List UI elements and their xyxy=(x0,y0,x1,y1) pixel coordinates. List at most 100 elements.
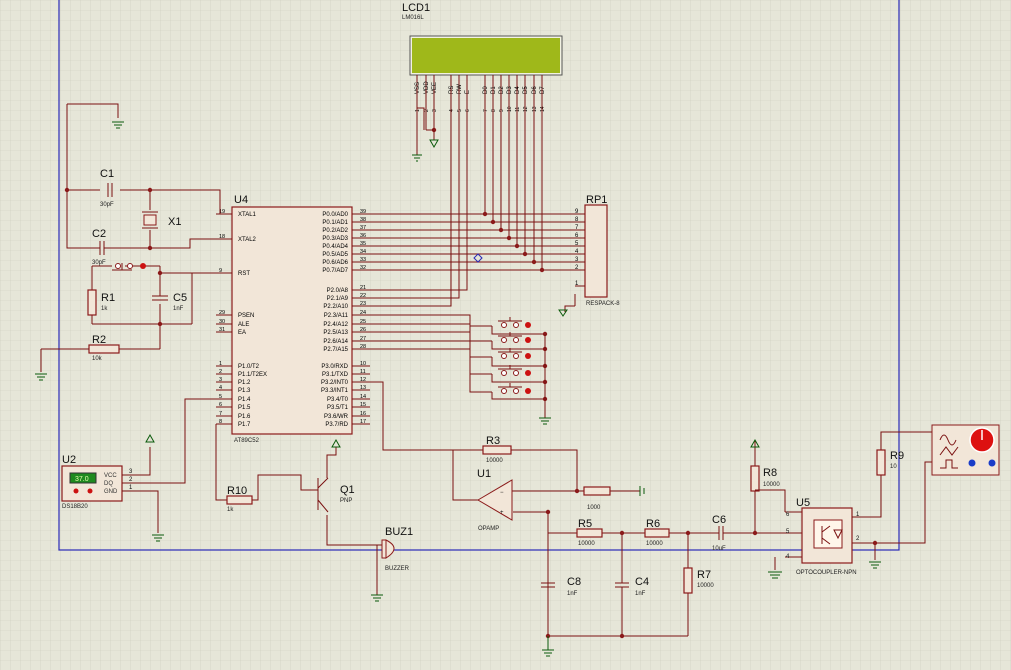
data-bus-junctions xyxy=(482,211,545,273)
u4-right-pin-name: P0.0/AD0 xyxy=(322,212,348,218)
lcd-pin-name: D2 xyxy=(499,86,505,94)
lcd-model: LM016L xyxy=(402,15,424,21)
buzzer-buz1[interactable]: BUZ1 BUZZER xyxy=(381,526,413,572)
temp-sensor-u2[interactable]: U2 37.0 DS18B20 VCC DQ GND 3 2 1 xyxy=(61,454,133,510)
button-contact xyxy=(513,388,519,394)
button-contact xyxy=(501,388,507,394)
u4-model: AT89C52 xyxy=(234,438,260,444)
capacitor-c4[interactable]: C4 1nF xyxy=(615,576,649,597)
rp1-pin-number: 5 xyxy=(575,241,579,247)
capacitor-c5[interactable]: C5 1nF xyxy=(152,292,187,312)
u4-right-pin-name: P2.3/A11 xyxy=(324,313,349,319)
button-contact xyxy=(513,337,519,343)
lcd-pin-name: RW xyxy=(457,84,463,94)
u2-pin-dq: DQ xyxy=(104,481,113,487)
u4-right-pin-number: 22 xyxy=(360,293,366,299)
button-contact xyxy=(501,337,507,343)
rp1-pin-number: 8 xyxy=(575,217,579,223)
rp1-pin-number: 1 xyxy=(575,281,579,287)
button-state-dot xyxy=(525,353,531,359)
reset-button[interactable] xyxy=(112,263,146,271)
lcd-lm016l[interactable]: LCD1 LM016L VSS1VDD2VEE3RS4RW5E6D07D18D2… xyxy=(402,2,563,112)
u4-right-pin-name: P3.4/T0 xyxy=(327,397,349,403)
u4-right-pin-number: 39 xyxy=(360,209,366,215)
lcd-pin-name: D0 xyxy=(483,86,489,94)
u2-pin-gnd: GND xyxy=(104,489,118,495)
u4-left-pin-number: 1 xyxy=(219,361,222,367)
crystal-x1[interactable]: X1 xyxy=(142,190,181,248)
q1-ref: Q1 xyxy=(340,484,355,496)
button-wire xyxy=(352,314,545,335)
u4-left-pin-number: 4 xyxy=(219,385,222,391)
r9-value: 10 xyxy=(890,464,897,470)
lcd-pin-number: 7 xyxy=(483,109,489,112)
lcd-ref: LCD1 xyxy=(402,2,430,14)
u4-right-pin-number: 17 xyxy=(360,419,366,425)
u5-pin-1: 1 xyxy=(856,512,860,518)
opamp-u1[interactable]: U1 − + OPAMP xyxy=(477,468,513,532)
resistor-r10[interactable]: R10 1k xyxy=(226,485,253,513)
c8-ref: C8 xyxy=(567,576,581,588)
r7-ref: R7 xyxy=(697,569,711,581)
u4-left-pin-name: PSEN xyxy=(238,313,254,319)
lcd-pin-number: 8 xyxy=(491,109,497,112)
resistor-r7[interactable]: R7 10000 xyxy=(683,567,714,594)
lcd-pin-name: D4 xyxy=(515,86,521,94)
resistor-r8[interactable]: R8 10000 xyxy=(750,465,780,492)
capacitor-c6[interactable]: C6 10uF xyxy=(710,514,732,552)
u2-model: DS18B20 xyxy=(62,504,88,510)
lcd-pin-number: 9 xyxy=(499,109,505,112)
lcd-pin-name: D5 xyxy=(523,86,529,94)
c4-value: 1nF xyxy=(635,591,646,597)
u4-right-pin-number: 16 xyxy=(360,411,366,417)
lcd-pin-number: 3 xyxy=(432,109,438,112)
capacitor-c1[interactable]: C1 30pF xyxy=(100,168,114,208)
c6-ref: C6 xyxy=(712,514,726,526)
c8-value: 1nF xyxy=(567,591,578,597)
resistor-r9[interactable]: R9 10 xyxy=(876,449,904,476)
c6-value: 10uF xyxy=(712,546,726,552)
resistor-r2[interactable]: R2 10k xyxy=(88,334,120,362)
lcd-pin-number: 2 xyxy=(424,109,430,112)
u1-ref: U1 xyxy=(477,468,491,480)
lcd-pin-name: VSS xyxy=(415,82,421,94)
u4-right-pin-number: 10 xyxy=(360,361,366,367)
resistor-r3[interactable]: R3 10000 xyxy=(482,435,512,464)
capacitor-c2[interactable]: C2 30pF xyxy=(92,228,112,266)
lcd-pin-number: 1 xyxy=(415,109,421,112)
resistor-r5[interactable]: R5 10000 xyxy=(576,518,603,547)
u4-left-pin-number: 7 xyxy=(219,411,222,417)
rp1-pin-number: 9 xyxy=(575,209,579,215)
lcd-pins: VSS1VDD2VEE3RS4RW5E6D07D18D29D310D411D51… xyxy=(415,75,546,112)
optocoupler-u5[interactable]: U5 6 5 4 1 2 OPTOCOUPLER-NPN xyxy=(786,497,860,576)
u4-left-pin-name: RST xyxy=(238,271,250,277)
r1-value: 1k xyxy=(101,306,108,312)
resistor-r1[interactable]: R1 1k xyxy=(87,289,115,316)
u4-right-pin-name: P3.0/RXD xyxy=(321,364,348,370)
transistor-q1[interactable]: Q1 PNP xyxy=(317,477,355,513)
u4-right-pin-name: P2.6/A14 xyxy=(323,339,348,345)
r5-value: 10000 xyxy=(578,541,595,547)
c5-ref: C5 xyxy=(173,292,187,304)
capacitor-c8[interactable]: C8 1nF xyxy=(541,576,581,597)
u2-ref: U2 xyxy=(62,454,76,466)
keypad-buttons[interactable] xyxy=(352,314,548,402)
lcd-pin-number: 6 xyxy=(465,109,471,112)
resistor-r4[interactable]: R4 1000 xyxy=(583,485,611,511)
button-actuator xyxy=(498,365,522,370)
c1-value: 30pF xyxy=(100,202,114,208)
r9-ref: R9 xyxy=(890,450,904,462)
u4-right-pin-name: P0.4/AD4 xyxy=(322,244,348,250)
lcd-pin-name: VEE xyxy=(432,82,438,94)
u4-left-pin-name: P1.0/T2 xyxy=(238,364,260,370)
rp1-pin-number: 6 xyxy=(575,233,579,239)
r3-ref: R3 xyxy=(486,435,500,447)
resistor-r6[interactable]: R6 10000 xyxy=(644,518,670,547)
u5-value: OPTOCOUPLER-NPN xyxy=(796,570,857,576)
signal-generator[interactable] xyxy=(931,424,1000,476)
u4-left-pin-number: 31 xyxy=(219,327,225,333)
